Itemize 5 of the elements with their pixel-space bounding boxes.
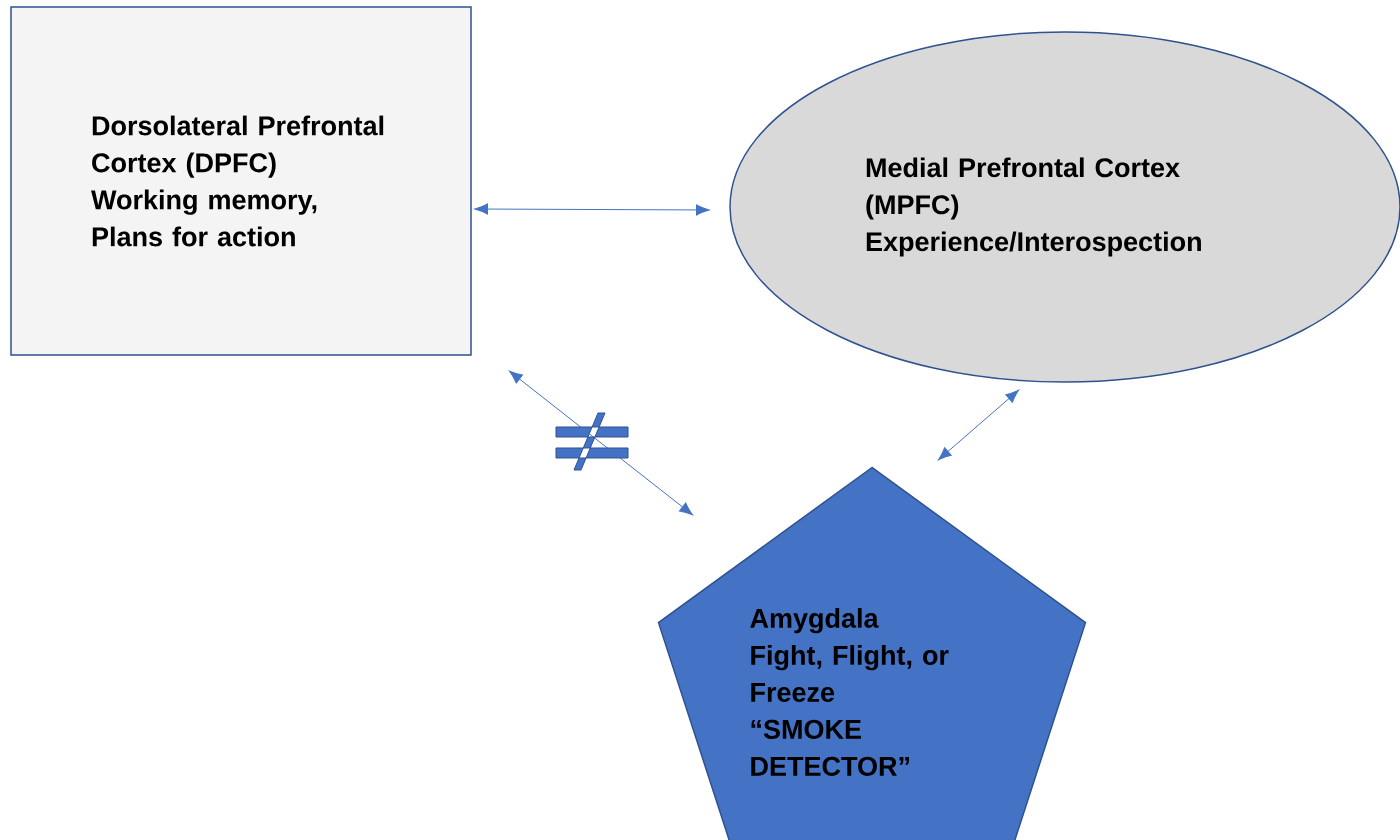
arrow: [474, 203, 710, 216]
arrow: [509, 370, 693, 516]
amygdala-pentagon: Amygdala Fight, Flight, or Freeze “SMOKE DETECTOR”: [657, 466, 1087, 840]
arrow: [937, 389, 1020, 461]
cortex-box: Dorsolateral Prefrontal Cortex (DPFC) Working memory, Plans for action: [10, 6, 472, 356]
